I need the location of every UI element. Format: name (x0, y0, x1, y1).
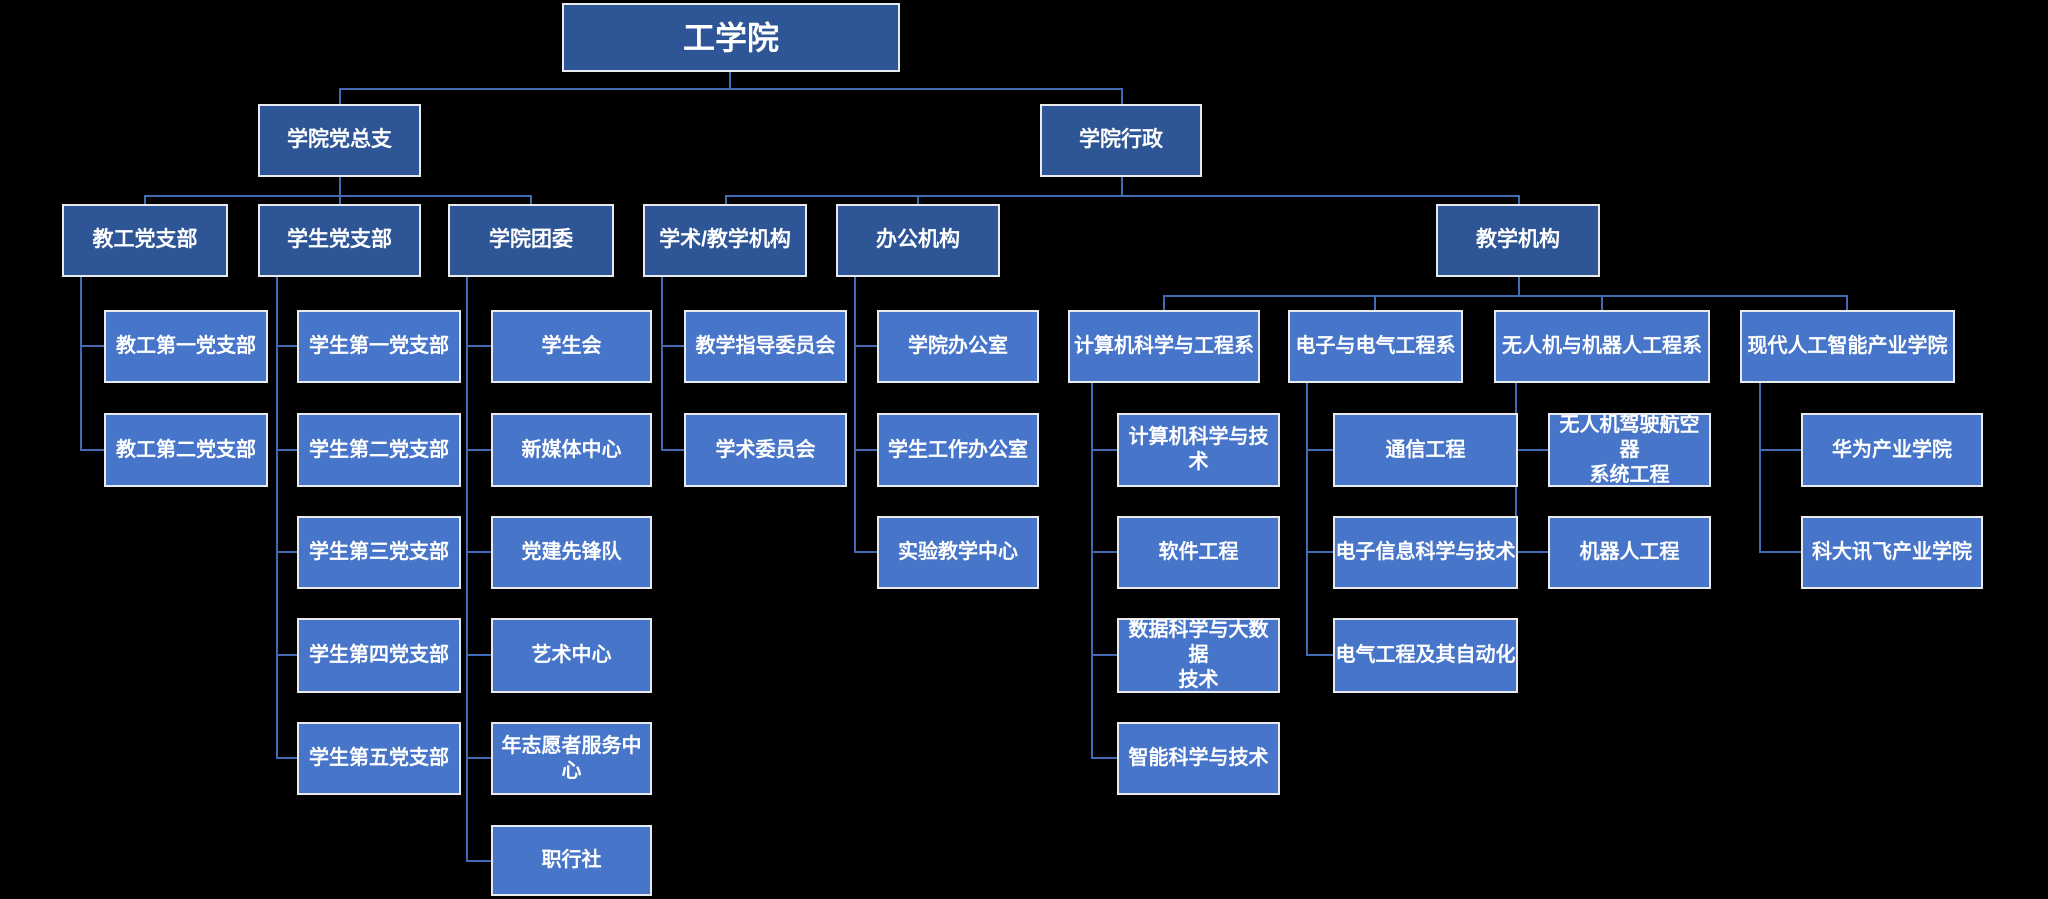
org-node-jiaogong-2[interactable]: 教工第二党支部 (104, 413, 268, 487)
org-node-tuanwei[interactable]: 学院团委 (448, 204, 614, 277)
connector-line (1846, 295, 1848, 310)
connector-line (144, 195, 532, 197)
org-node-zhineng-kexue[interactable]: 智能科学与技术 (1117, 722, 1280, 795)
org-node-shiyanjiaoxue[interactable]: 实验教学中心 (877, 516, 1039, 589)
connector-line (1091, 383, 1093, 759)
org-node-jiaogong-dang[interactable]: 教工党支部 (62, 204, 228, 277)
org-node-xueshuweiyuanhui[interactable]: 学术委员会 (684, 413, 847, 487)
org-node-jiaogong-1[interactable]: 教工第一党支部 (104, 310, 268, 383)
org-node-dianqi[interactable]: 电气工程及其自动化 (1333, 618, 1518, 693)
org-node-xuesheng-4[interactable]: 学生第四党支部 (297, 618, 461, 693)
connector-line (661, 277, 663, 451)
org-node-jiqiren[interactable]: 机器人工程 (1548, 516, 1711, 589)
org-node-huawei[interactable]: 华为产业学院 (1801, 413, 1983, 487)
org-node-xuesheng-2[interactable]: 学生第二党支部 (297, 413, 461, 487)
connector-line (276, 449, 297, 451)
connector-line (854, 449, 877, 451)
connector-line (466, 654, 491, 656)
connector-line (466, 345, 491, 347)
connector-line (466, 860, 491, 862)
connector-line (1601, 295, 1603, 310)
org-node-ruanjian[interactable]: 软件工程 (1117, 516, 1280, 589)
org-node-shuju-kexue[interactable]: 数据科学与大数据 技术 (1117, 618, 1280, 693)
connector-line (854, 345, 877, 347)
connector-line (1091, 449, 1117, 451)
org-node-jiaoxuezhidao[interactable]: 教学指导委员会 (684, 310, 847, 383)
org-node-wurenji-jiashi[interactable]: 无人机驾驶航空器 系统工程 (1548, 413, 1711, 487)
connector-line (276, 757, 297, 759)
org-node-xingzheng[interactable]: 学院行政 (1040, 104, 1202, 177)
connector-line (466, 551, 491, 553)
org-node-xueshenghui[interactable]: 学生会 (491, 310, 652, 383)
connector-line (1306, 383, 1308, 656)
connector-line (661, 345, 684, 347)
connector-line (1163, 295, 1165, 310)
org-node-tongxin[interactable]: 通信工程 (1333, 413, 1518, 487)
org-node-xuesheng-3[interactable]: 学生第三党支部 (297, 516, 461, 589)
connector-line (339, 88, 1123, 90)
connector-line (80, 449, 104, 451)
connector-line (1306, 449, 1333, 451)
connector-line (144, 195, 146, 204)
connector-line (1374, 295, 1376, 310)
org-node-wurenji-xi[interactable]: 无人机与机器人工程系 (1494, 310, 1710, 383)
connector-line (725, 195, 727, 204)
connector-line (276, 551, 297, 553)
org-node-xueyuanbangongshi[interactable]: 学院办公室 (877, 310, 1039, 383)
connector-line (1306, 551, 1333, 553)
org-node-xiandai-ai[interactable]: 现代人工智能产业学院 (1740, 310, 1955, 383)
connector-line (1759, 551, 1801, 553)
connector-line (80, 277, 82, 451)
connector-line (530, 195, 532, 204)
org-node-bangong-jigou[interactable]: 办公机构 (836, 204, 1000, 277)
connector-line (854, 551, 877, 553)
org-node-dianzi-xi[interactable]: 电子与电气工程系 (1288, 310, 1463, 383)
org-node-xinmeiti[interactable]: 新媒体中心 (491, 413, 652, 487)
connector-line (276, 277, 278, 759)
connector-line (1091, 654, 1117, 656)
connector-line (276, 654, 297, 656)
connector-line (80, 345, 104, 347)
org-node-gongxueyuan[interactable]: 工学院 (562, 3, 900, 72)
org-node-dianzixinxi[interactable]: 电子信息科学与技术 (1333, 516, 1518, 589)
connector-line (339, 195, 341, 204)
connector-line (1091, 551, 1117, 553)
org-node-jiaoxue-jigou[interactable]: 教学机构 (1436, 204, 1600, 277)
connector-line (339, 177, 341, 197)
org-node-xueshu-jigou[interactable]: 学术/教学机构 (643, 204, 807, 277)
connector-line (1759, 383, 1761, 553)
connector-line (1091, 757, 1117, 759)
connector-line (854, 277, 856, 553)
org-node-xueshenggongzuo[interactable]: 学生工作办公室 (877, 413, 1039, 487)
connector-line (1759, 449, 1801, 451)
connector-line (661, 449, 684, 451)
connector-line (1121, 177, 1123, 197)
connector-line (339, 88, 341, 104)
connector-line (1121, 88, 1123, 104)
connector-line (466, 449, 491, 451)
connector-line (1515, 551, 1548, 553)
org-node-yishu[interactable]: 艺术中心 (491, 618, 652, 693)
org-node-jisuanji-kexue[interactable]: 计算机科学与技术 (1117, 413, 1280, 487)
org-node-xuesheng-dang[interactable]: 学生党支部 (258, 204, 421, 277)
org-node-xuesheng-5[interactable]: 学生第五党支部 (297, 722, 461, 795)
connector-line (729, 72, 731, 89)
org-node-kedaxunfei[interactable]: 科大讯飞产业学院 (1801, 516, 1983, 589)
org-node-zhixingshe[interactable]: 职行社 (491, 825, 652, 896)
org-node-dangjian[interactable]: 党建先锋队 (491, 516, 652, 589)
org-node-jisuanji-xi[interactable]: 计算机科学与工程系 (1068, 310, 1260, 383)
connector-line (466, 277, 468, 862)
connector-line (725, 195, 1520, 197)
connector-line (1163, 295, 1848, 297)
connector-line (1306, 654, 1333, 656)
connector-line (1518, 277, 1520, 297)
org-node-dangzongzhi[interactable]: 学院党总支 (258, 104, 421, 177)
connector-line (1515, 449, 1548, 451)
connector-line (466, 757, 491, 759)
connector-line (276, 345, 297, 347)
org-node-zhiyuanzhe[interactable]: 年志愿者服务中心 (491, 722, 652, 795)
connector-line (1518, 195, 1520, 204)
org-node-xuesheng-1[interactable]: 学生第一党支部 (297, 310, 461, 383)
connector-line (917, 195, 919, 204)
